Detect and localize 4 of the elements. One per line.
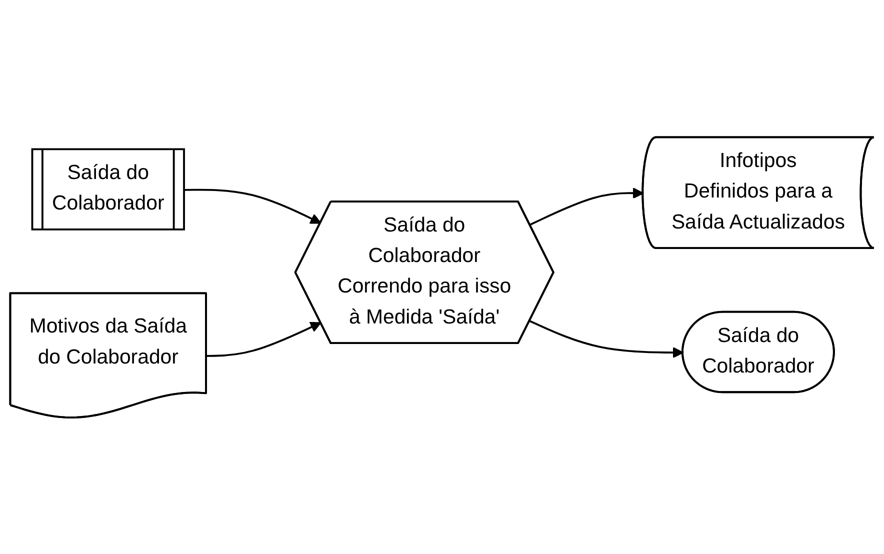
arrow — [184, 188, 322, 224]
arrow — [206, 322, 322, 357]
arrow — [530, 320, 684, 358]
arrow — [530, 187, 644, 226]
